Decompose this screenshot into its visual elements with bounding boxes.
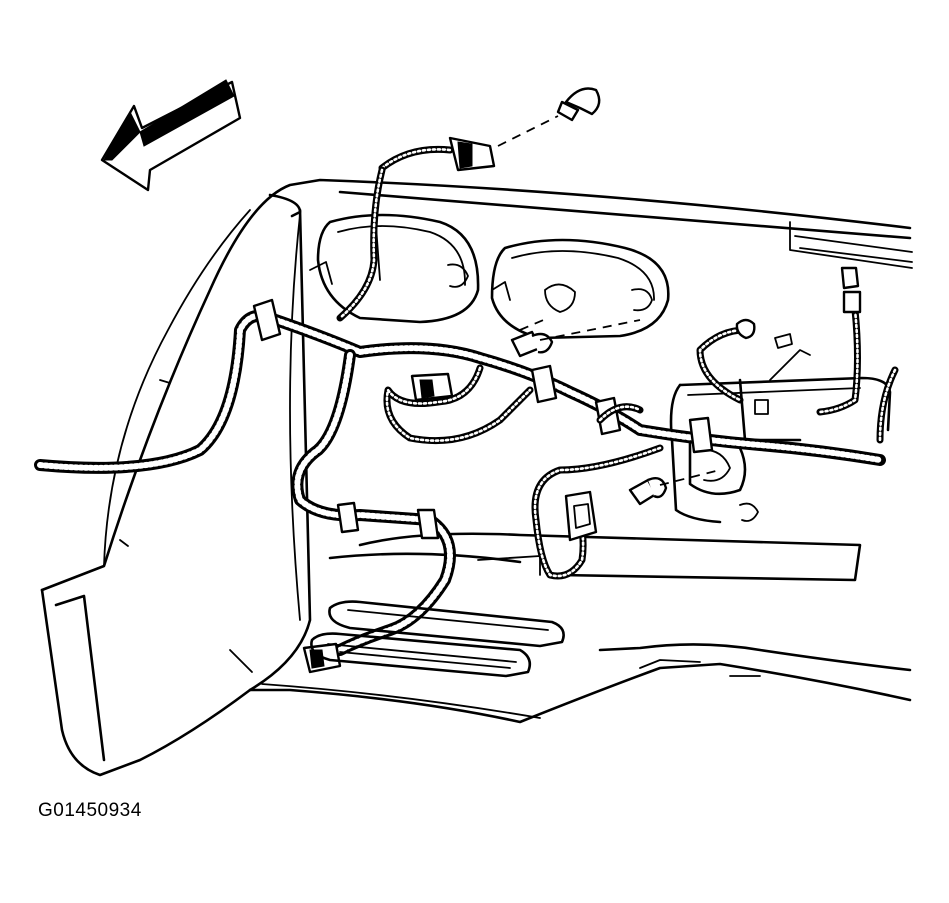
figure-id-label: G01450934: [38, 800, 142, 821]
lamp-housing-right: [490, 238, 670, 340]
lamp-housing-left: [309, 213, 480, 324]
installation-guide-lines: [497, 115, 721, 486]
lower-grille: [310, 600, 565, 678]
bulb-icon: [510, 87, 756, 506]
forward-arrow-icon: [100, 79, 242, 192]
branch-wires: [336, 145, 899, 580]
main-wiring-harness: [34, 298, 886, 656]
